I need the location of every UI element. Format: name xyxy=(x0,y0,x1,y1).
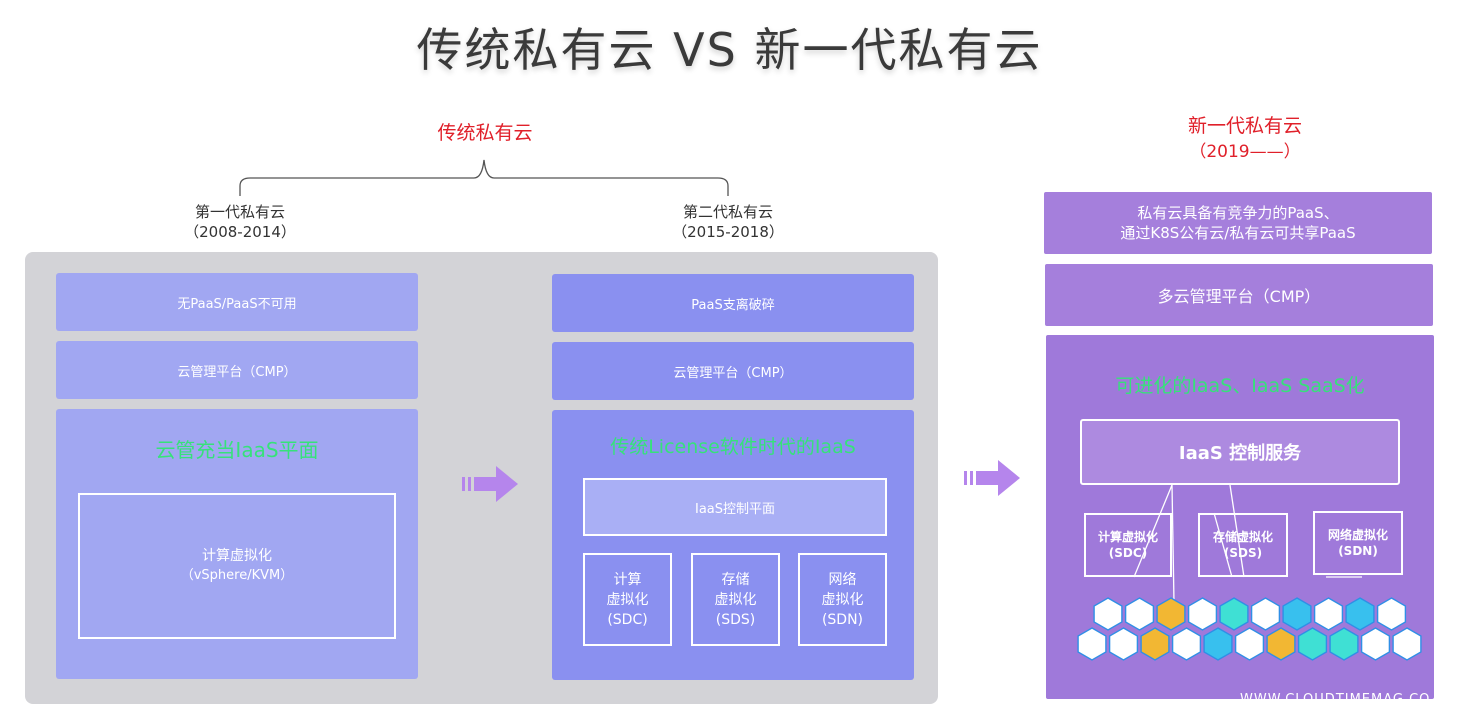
newgen-paas-box: 私有云具备有竞争力的PaaS、 通过K8S公有云/私有云可共享PaaS xyxy=(1044,192,1432,254)
gen2-control-plane: IaaS控制平面 xyxy=(583,478,887,536)
hexagon-icon xyxy=(1108,627,1139,661)
hexagon-icon xyxy=(1140,627,1170,661)
hexagon-icon xyxy=(1250,597,1281,631)
hexagon-icon xyxy=(1219,597,1249,631)
newgen-years: （2019——） xyxy=(1189,142,1301,162)
gen2-label: 第二代私有云 xyxy=(682,203,773,221)
newgen-sdn-box: 网络虚拟化 (SDN) xyxy=(1313,511,1403,575)
gen2-cmp-box: 云管理平台（CMP） xyxy=(552,342,914,400)
newgen-sds-line2: (SDS) xyxy=(1223,546,1263,560)
gen1-years: （2008-2014） xyxy=(184,223,296,241)
hexagon-icon xyxy=(1077,627,1107,661)
gen1-compute-detail: （vSphere/KVM） xyxy=(180,568,294,583)
hexagon-icon xyxy=(1392,627,1422,661)
connector-lines xyxy=(1133,484,1362,604)
gen2-iaas-title: 传统License软件时代的IaaS xyxy=(610,436,856,458)
gen1-iaas-box: 云管充当IaaS平面 计算虚拟化 （vSphere/KVM） xyxy=(56,409,418,679)
gen2-sds-line2: 虚拟化 xyxy=(714,591,757,608)
gen2-years: （2015-2018） xyxy=(672,223,784,241)
gen1-label: 第一代私有云 xyxy=(194,203,285,221)
newgen-sdn-line2: (SDN) xyxy=(1338,544,1378,558)
hexagon-icon xyxy=(1266,627,1296,661)
hexagon-icon xyxy=(1187,597,1218,631)
newgen-sdc-line2: (SDC) xyxy=(1108,546,1148,560)
gen2-sds-line3: (SDS) xyxy=(715,611,756,628)
newgen-cmp-box: 多云管理平台（CMP） xyxy=(1045,264,1433,326)
gen2-sdn-line2: 虚拟化 xyxy=(821,591,864,608)
newgen-sds-box: 存储虚拟化 (SDS) xyxy=(1198,513,1288,577)
gen1-label-group: 第一代私有云 （2008-2014） xyxy=(140,202,340,242)
newgen-sds-line1: 存储虚拟化 xyxy=(1212,530,1273,544)
brace-icon xyxy=(239,159,729,196)
hexagon-icon xyxy=(1171,627,1202,661)
hexagon-icon xyxy=(1093,597,1123,631)
newgen-iaas-box: 可进化的IaaS、IaaS SaaS化 IaaS 控制服务 计算虚拟化 (SDC… xyxy=(1046,335,1434,699)
newgen-sdc-box: 计算虚拟化 (SDC) xyxy=(1084,513,1172,577)
traditional-heading: 传统私有云 xyxy=(437,122,533,144)
gen1-paas-box: 无PaaS/PaaS不可用 xyxy=(56,273,418,331)
newgen-paas-line1: 私有云具备有竞争力的PaaS、 xyxy=(1137,204,1339,222)
hexagon-icon xyxy=(1360,627,1391,661)
gen2-label-group: 第二代私有云 （2015-2018） xyxy=(628,202,828,242)
gen1-iaas-title: 云管充当IaaS平面 xyxy=(155,438,319,462)
gen2-sdc-line3: (SDC) xyxy=(607,611,648,628)
newgen-sdc-line1: 计算虚拟化 xyxy=(1097,530,1158,544)
newgen-iaas-title: 可进化的IaaS、IaaS SaaS化 xyxy=(1115,375,1365,397)
newgen-control-service: IaaS 控制服务 xyxy=(1080,419,1400,485)
gen2-iaas-box: 传统License软件时代的IaaS IaaS控制平面 计算 虚拟化 (SDC)… xyxy=(552,410,914,680)
newgen-sdn-line1: 网络虚拟化 xyxy=(1327,528,1388,542)
newgen-heading: 新一代私有云 xyxy=(1187,115,1302,137)
gen2-sds-line1: 存储 xyxy=(721,571,750,588)
gen2-sdn-line3: (SDN) xyxy=(821,611,864,628)
hexagon-icon xyxy=(1203,627,1233,661)
gen1-cmp-box: 云管理平台（CMP） xyxy=(56,341,418,399)
arrow-right-icon xyxy=(964,460,1020,496)
gen2-sdc-line1: 计算 xyxy=(613,571,642,588)
hexagon-icon xyxy=(1329,627,1359,661)
hexagon-icon xyxy=(1282,597,1312,631)
gen2-sdn-line1: 网络 xyxy=(828,571,857,588)
newgen-paas-line2: 通过K8S公有云/私有云可共享PaaS xyxy=(1120,224,1356,242)
hexagon-icon xyxy=(1156,597,1186,631)
hexagon-icon xyxy=(1124,597,1155,631)
gen1-compute-box: 计算虚拟化 （vSphere/KVM） xyxy=(78,493,396,639)
gen1-compute-label: 计算虚拟化 xyxy=(202,548,272,564)
hexagon-grid xyxy=(1077,597,1422,661)
hexagon-icon xyxy=(1297,627,1328,661)
hexagon-icon xyxy=(1234,627,1265,661)
gen2-sds-box: 存储 虚拟化 (SDS) xyxy=(691,553,780,646)
gen2-sdc-line2: 虚拟化 xyxy=(606,591,649,608)
hexagon-icon xyxy=(1376,597,1407,631)
gen2-sdn-box: 网络 虚拟化 (SDN) xyxy=(798,553,887,646)
arrow-right-icon xyxy=(462,466,518,502)
watermark: WWW.CLOUDTIMEMAG.CO xyxy=(1240,692,1431,707)
newgen-heading-group: 新一代私有云 （2019——） xyxy=(1140,113,1350,165)
hexagon-icon xyxy=(1345,597,1375,631)
hexagon-icon xyxy=(1313,597,1344,631)
gen2-paas-box: PaaS支离破碎 xyxy=(552,274,914,332)
page-title: 传统私有云 VS 新一代私有云 xyxy=(416,23,1043,77)
gen2-sdc-box: 计算 虚拟化 (SDC) xyxy=(583,553,672,646)
